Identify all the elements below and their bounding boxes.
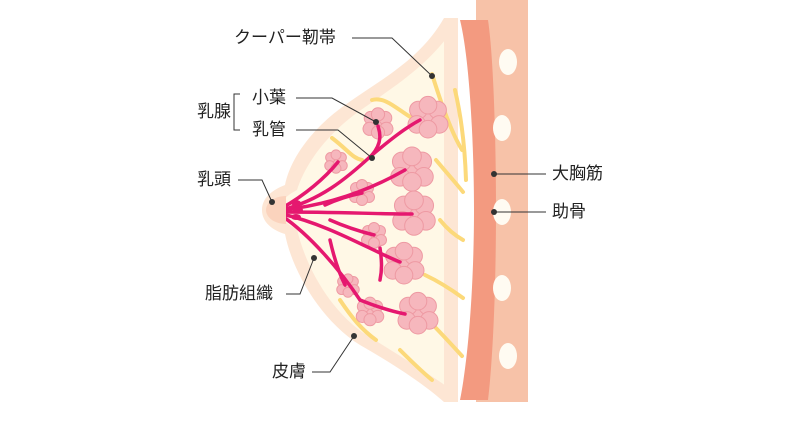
pectoralis-band — [460, 20, 496, 400]
duct-12 — [358, 298, 407, 316]
label-fat-tissue: 脂肪組織 — [205, 284, 273, 304]
label-nipple: 乳頭 — [197, 170, 231, 190]
leader-cooper — [352, 37, 433, 77]
duct-3 — [280, 210, 414, 216]
label-rib: 助骨 — [552, 202, 586, 222]
duct-5 — [280, 214, 362, 302]
lobule-cluster — [392, 190, 436, 236]
lobule-lobe — [394, 265, 414, 285]
nipple-duct-ends — [291, 200, 303, 220]
lobule-lobe — [363, 313, 377, 327]
lobule-lobe — [418, 95, 438, 115]
ligament-4 — [453, 88, 468, 182]
lobule-lobe — [402, 172, 422, 192]
dot-duct — [369, 155, 375, 161]
lobule-lobe — [404, 216, 424, 236]
leader-nipple — [238, 179, 273, 203]
leader-lines — [233, 37, 546, 373]
rib-2 — [493, 115, 511, 141]
dot-cooper — [429, 73, 435, 79]
duct-9 — [328, 238, 347, 287]
dot-skin — [351, 333, 357, 339]
duct-end-3 — [291, 214, 301, 220]
rib-4 — [493, 275, 511, 301]
leader-duct — [296, 129, 373, 159]
ligament-5 — [434, 158, 465, 194]
ligament-3 — [330, 136, 364, 162]
lobule-cluster — [390, 146, 434, 192]
ligament-6 — [438, 218, 465, 242]
duct-7 — [323, 191, 364, 207]
lobule-lobe — [408, 291, 428, 311]
lobule-lobe — [402, 146, 422, 167]
lobule-lobe — [418, 119, 438, 139]
lobule-lobe — [370, 107, 386, 122]
lobule-lobe — [330, 149, 342, 161]
label-skin: 皮膚 — [272, 362, 306, 382]
lobule-cluster — [361, 222, 387, 249]
dot-pectoralis — [491, 171, 497, 177]
lobule-lobe — [404, 190, 424, 211]
lobule-cluster — [407, 95, 449, 139]
label-lobule: 小葉 — [252, 88, 286, 108]
duct-1 — [280, 124, 382, 212]
bracket-mammary — [233, 93, 240, 131]
lobule-cluster — [383, 241, 425, 285]
lobule-lobe — [394, 241, 414, 261]
duct-11 — [378, 246, 384, 282]
ligament-2 — [370, 97, 414, 120]
ligament-9 — [338, 298, 378, 342]
rib-5 — [499, 343, 517, 369]
ligament-10 — [398, 348, 434, 382]
label-milk-duct: 乳管 — [252, 120, 286, 140]
label-pectoralis-major: 大胸筋 — [552, 164, 603, 184]
lobule-lobe — [356, 194, 368, 206]
lobule-cluster — [324, 149, 348, 174]
dot-fat — [311, 255, 317, 261]
leader-lobule — [296, 97, 377, 123]
lobule-lobe — [368, 222, 380, 234]
duct-6 — [280, 160, 340, 210]
label-cooper-ligament: クーパー靭帯 — [234, 28, 336, 48]
leader-dots — [269, 73, 497, 339]
leader-fat — [286, 257, 315, 295]
duct-10 — [370, 118, 422, 157]
ligament-7 — [423, 273, 465, 300]
duct-end-2 — [293, 207, 303, 213]
dot-lobule — [373, 119, 379, 125]
duct-8 — [328, 218, 376, 237]
dot-rib — [491, 209, 497, 215]
dot-nipple — [269, 199, 275, 205]
label-mammary-gland: 乳腺 — [197, 102, 231, 122]
lobule-cluster — [397, 291, 439, 335]
lobule-lobe — [408, 315, 428, 335]
leader-skin — [312, 335, 355, 373]
rib-1 — [499, 49, 517, 75]
duct-end-1 — [291, 200, 301, 206]
